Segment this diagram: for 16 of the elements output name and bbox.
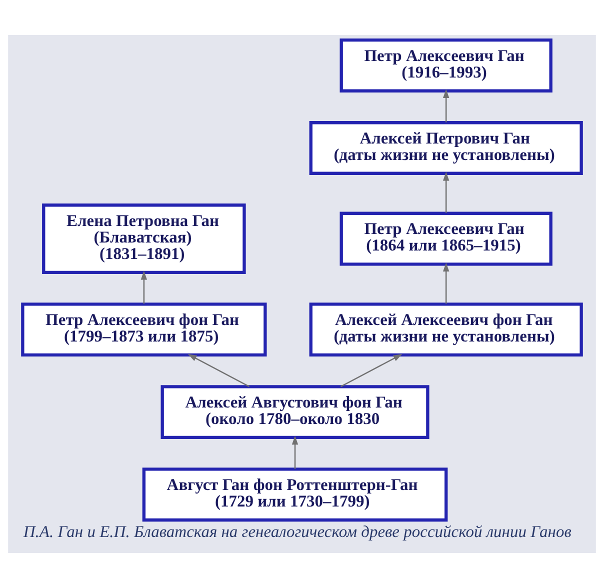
node-box: Алексей Алексеевич фон Ган (даты жизни не установлены) [309, 302, 583, 357]
arrow [442, 89, 450, 122]
caption: П.А. Ган и Е.П. Блаватская на генеалогическом древе российской линии Ганов [23, 522, 572, 542]
node-box: Алексей Августович фон Ган (около 1780–около 1830 [160, 385, 430, 440]
arrow [442, 172, 450, 213]
node-box: Август Ган фон Роттенштерн-Ган (1729 или 1730–1799) [142, 468, 448, 522]
node-box: Петр Алексеевич фон Ган (1799–1873 или 1875) [21, 302, 267, 357]
node-box: Алексей Петрович Ган (даты жизни не установлены) [309, 121, 583, 175]
node-box: Елена Петровна Ган (Блаватская) (1831–1891) [42, 204, 246, 274]
arrow [292, 436, 298, 469]
arrow [140, 270, 148, 304]
node-box: Петр Алексеевич Ган (1916–1993) [340, 38, 552, 92]
node-box: Петр Алексеевич Ган (1864 или 1865–1915) [340, 212, 552, 266]
arrow [188, 354, 250, 388]
arrow [442, 262, 450, 304]
arrow [340, 354, 402, 388]
